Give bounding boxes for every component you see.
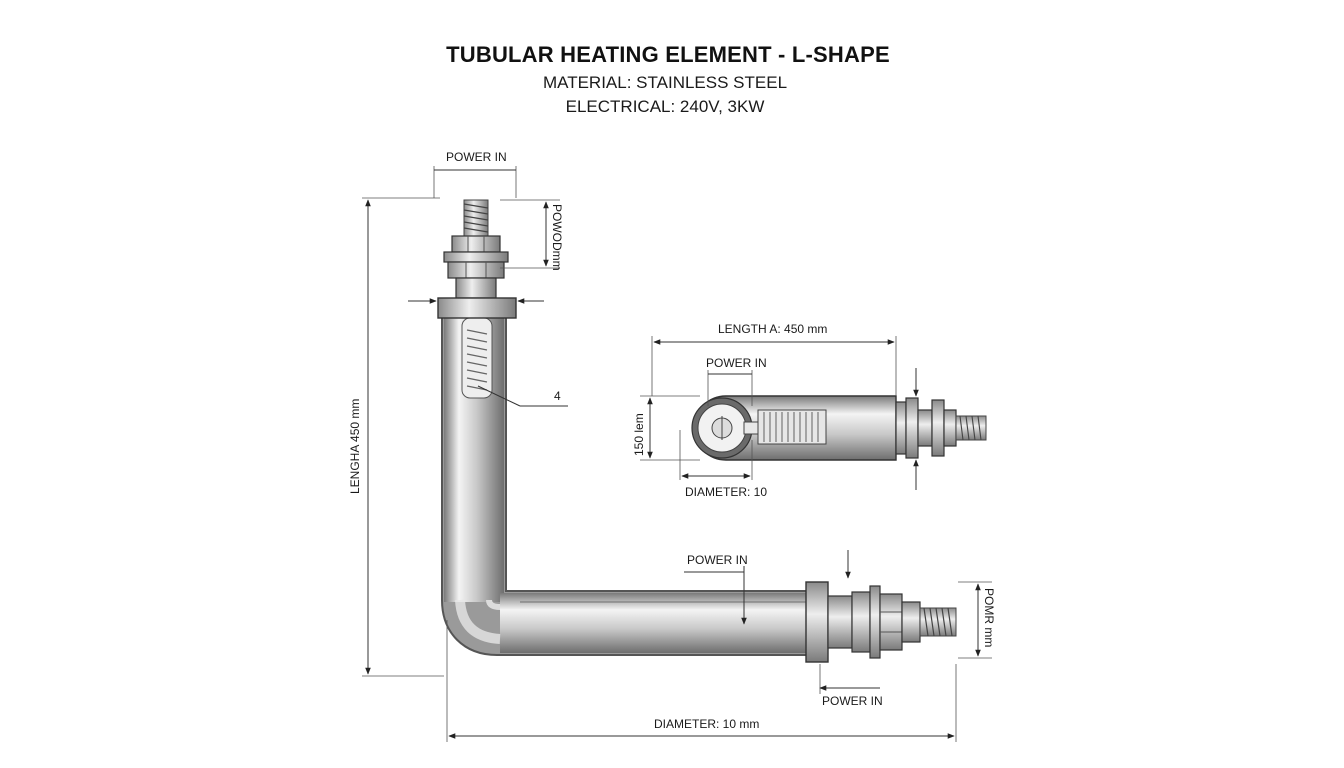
inset-side-dim-label: 150 lem: [632, 413, 646, 456]
dimension-lines: [362, 166, 992, 742]
bottom-power-in-below-label: POWER IN: [822, 694, 883, 708]
top-power-in-label: POWER IN: [446, 150, 507, 164]
callout-4-label: 4: [554, 389, 561, 403]
material-spec: MATERIAL: STAINLESS STEEL: [542, 73, 788, 92]
l-shaped-tube: [441, 310, 812, 656]
top-side-dim-label: POWODmm: [550, 204, 564, 271]
bottom-power-in-top-label: POWER IN: [687, 553, 748, 567]
inset-power-in-label: POWER IN: [706, 356, 767, 370]
left-length-label: LENGHA 450 mm: [348, 399, 362, 494]
internal-coil-cutaway: [461, 317, 493, 399]
electrical-spec: ELECTRICAL: 240V, 3KW: [565, 97, 765, 116]
diagram-title: TUBULAR HEATING ELEMENT - L-SHAPE: [446, 42, 890, 67]
top-terminal-fitting: [437, 199, 517, 319]
bottom-side-dim-label: POMR mm: [982, 588, 996, 647]
inset-side-view: [691, 395, 987, 461]
inset-length-label: LENGTH A: 450 mm: [718, 322, 827, 336]
bottom-terminal-fitting: [805, 581, 957, 663]
inset-diameter-label: DIAMETER: 10: [685, 485, 767, 499]
bottom-diameter-label: DIAMETER: 10 mm: [654, 717, 759, 731]
